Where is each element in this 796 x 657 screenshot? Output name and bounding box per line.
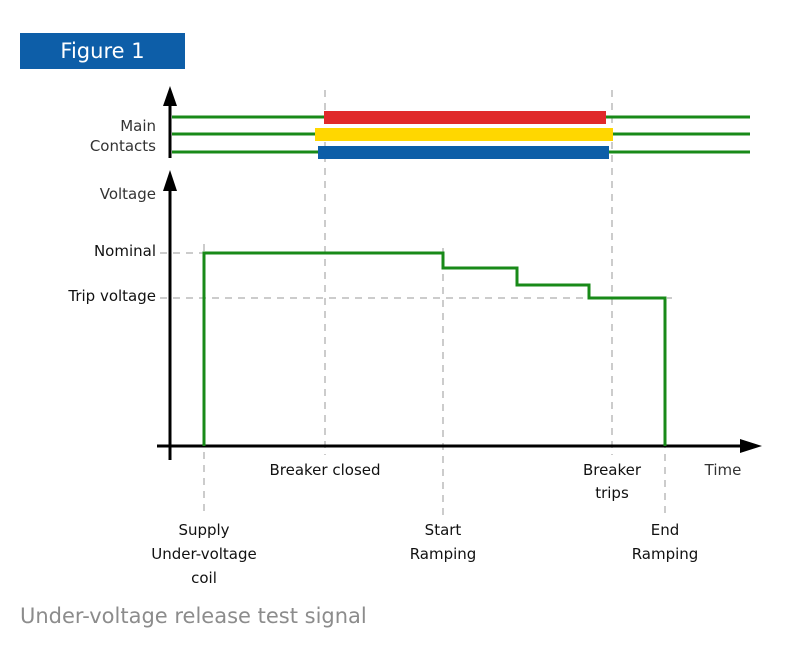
event-supply-label-line1: Supply bbox=[178, 521, 229, 539]
event-breaker-trips-label-line1: Breaker bbox=[583, 461, 642, 479]
y-axis-arrow bbox=[163, 170, 177, 191]
nominal-label: Nominal bbox=[94, 242, 156, 260]
event-end-ramping-label-line2: Ramping bbox=[632, 545, 699, 563]
contact-bar-yellow bbox=[315, 128, 613, 141]
event-supply-label-line3: coil bbox=[191, 569, 217, 587]
event-breaker-trips-label-line2: trips bbox=[595, 484, 629, 502]
contacts-label-line1: Main bbox=[120, 117, 156, 135]
event-start-ramping-label-line1: Start bbox=[425, 521, 462, 539]
y-axis-label: Voltage bbox=[100, 185, 156, 203]
trip-voltage-label: Trip voltage bbox=[67, 287, 156, 305]
contact-bar-red bbox=[324, 111, 606, 124]
voltage-signal-line bbox=[202, 251, 667, 446]
figure-badge: Figure 1 bbox=[20, 33, 185, 69]
contact-bar-blue bbox=[318, 146, 609, 159]
event-end-ramping-label-line1: End bbox=[651, 521, 680, 539]
event-supply-label-line2: Under-voltage bbox=[151, 545, 257, 563]
contacts-axis-arrow bbox=[163, 86, 177, 106]
x-axis-label: Time bbox=[704, 461, 742, 479]
figure-caption: Under-voltage release test signal bbox=[20, 604, 367, 628]
contacts-label-line2: Contacts bbox=[90, 137, 156, 155]
x-axis-arrow bbox=[740, 439, 762, 453]
event-breaker-closed-label: Breaker closed bbox=[269, 461, 380, 479]
event-start-ramping-label-line2: Ramping bbox=[410, 545, 477, 563]
